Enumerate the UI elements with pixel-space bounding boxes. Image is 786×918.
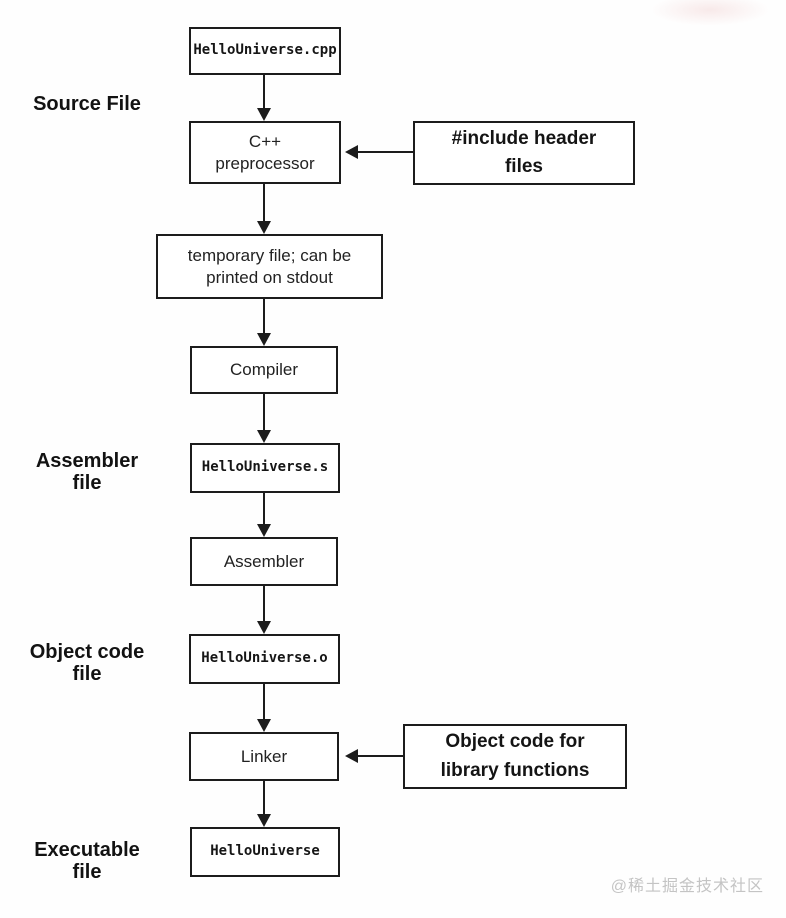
arrow-shaft bbox=[263, 299, 265, 334]
arrow-down-head bbox=[257, 621, 271, 634]
arrow-tempfile-to-compiler bbox=[257, 299, 271, 346]
callout-include-headers-box: #include header files bbox=[413, 121, 635, 185]
node-temporary-file-box: temporary file; can be printed on stdout bbox=[156, 234, 383, 299]
arrow-libobjects-to-linker bbox=[345, 749, 403, 763]
callout-library-objects-box: Object code for library functions bbox=[403, 724, 627, 789]
scan-artifact bbox=[650, 0, 770, 26]
arrow-down-head bbox=[257, 524, 271, 537]
arrow-shaft bbox=[357, 755, 403, 757]
arrow-down-head bbox=[257, 108, 271, 121]
arrow-down-head bbox=[257, 430, 271, 443]
node-assembler-box: Assembler bbox=[190, 537, 338, 586]
side-label-object-code-file: Object code file bbox=[29, 641, 145, 685]
arrow-shaft bbox=[263, 184, 265, 222]
arrow-source-to-preprocessor bbox=[257, 75, 271, 121]
node-source-file-box: HelloUniverse.cpp bbox=[189, 27, 341, 75]
arrow-compiler-to-assemblerfile bbox=[257, 394, 271, 443]
node-compiler-box: Compiler bbox=[190, 346, 338, 394]
node-executable-box: HelloUniverse bbox=[190, 827, 340, 877]
arrow-objectfile-to-linker bbox=[257, 684, 271, 732]
arrow-headers-to-preprocessor bbox=[345, 145, 413, 159]
arrow-shaft bbox=[357, 151, 413, 153]
node-object-file-box: HelloUniverse.o bbox=[189, 634, 340, 684]
arrow-shaft bbox=[263, 394, 265, 431]
arrow-assembler-to-objectfile bbox=[257, 586, 271, 634]
arrow-left-head bbox=[345, 749, 358, 763]
arrow-shaft bbox=[263, 493, 265, 525]
arrow-assemblerfile-to-assembler bbox=[257, 493, 271, 537]
arrow-down-head bbox=[257, 333, 271, 346]
arrow-preprocessor-to-tempfile bbox=[257, 184, 271, 234]
side-label-assembler-file: Assembler file bbox=[35, 450, 139, 494]
arrow-shaft bbox=[263, 75, 265, 109]
arrow-linker-to-executable bbox=[257, 781, 271, 827]
side-label-source-file: Source File bbox=[33, 93, 141, 115]
arrow-down-head bbox=[257, 719, 271, 732]
side-label-executable-file: Executable file bbox=[34, 839, 140, 883]
arrow-down-head bbox=[257, 814, 271, 827]
arrow-shaft bbox=[263, 684, 265, 720]
node-preprocessor-box: C++ preprocessor bbox=[189, 121, 341, 184]
node-linker-box: Linker bbox=[189, 732, 339, 781]
arrow-shaft bbox=[263, 781, 265, 815]
watermark-text: @稀土掘金技术社区 bbox=[610, 878, 764, 895]
arrow-shaft bbox=[263, 586, 265, 622]
node-assembler-file-box: HelloUniverse.s bbox=[190, 443, 340, 493]
arrow-left-head bbox=[345, 145, 358, 159]
arrow-down-head bbox=[257, 221, 271, 234]
